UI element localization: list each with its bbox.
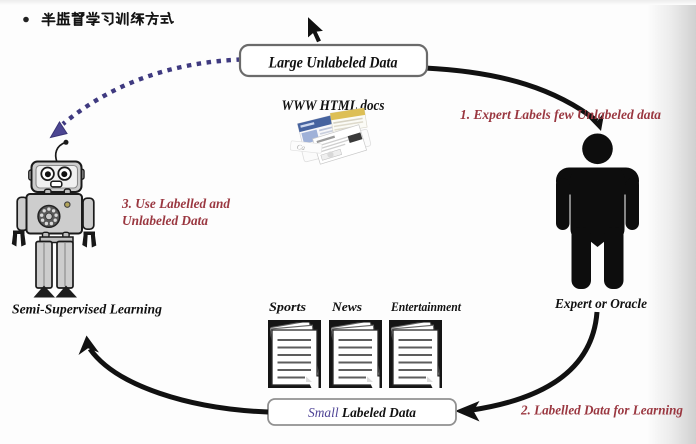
svg-text:Entertainment: Entertainment [390,299,461,314]
svg-text:News: News [331,299,362,314]
svg-text:3. Use Labelled and: 3. Use Labelled and [121,196,230,211]
svg-text:Large Unlabeled Data: Large Unlabeled Data [268,55,398,72]
svg-text:1. Expert Labels few Unlabele: 1. Expert Labels few Unlabeled data [460,107,661,122]
svg-text:Small Labeled Data: Small Labeled Data [308,405,416,420]
svg-text:2. Labelled Data for Learning: 2. Labelled Data for Learning [520,403,683,418]
svg-text:Ca: Ca [296,143,305,152]
svg-text:Unlabeled Data: Unlabeled Data [122,213,208,228]
svg-text:Sports: Sports [269,299,306,314]
svg-text:Semi-Supervised Learning: Semi-Supervised Learning [12,302,162,317]
svg-text:WWW HTML docs: WWW HTML docs [282,98,385,114]
svg-text:Expert or Oracle: Expert or Oracle [554,296,647,311]
